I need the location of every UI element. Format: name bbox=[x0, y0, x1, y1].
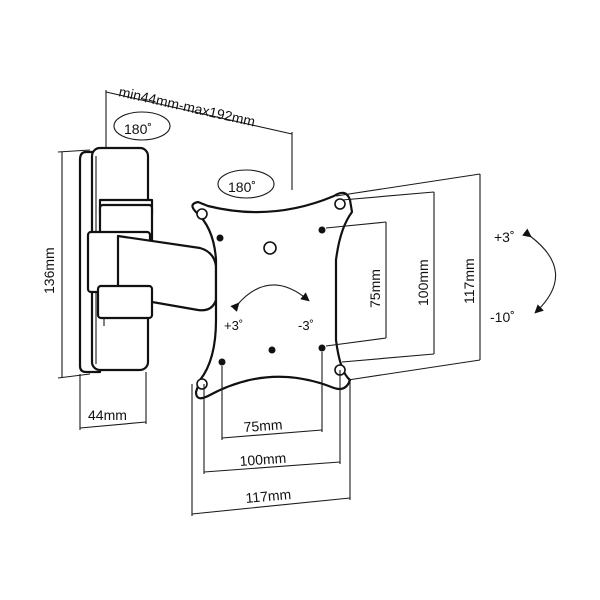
swing-arm bbox=[86, 198, 218, 326]
h75-label: 75mm bbox=[243, 416, 283, 435]
height-label: 136mm bbox=[41, 247, 57, 294]
rotate-plus-label: +3˚ bbox=[224, 318, 243, 333]
v100-label: 100mm bbox=[415, 259, 431, 306]
rotate-minus-label: -3˚ bbox=[298, 318, 314, 333]
tilt-plus-label: +3˚ bbox=[494, 229, 515, 245]
height-dimension bbox=[57, 149, 91, 379]
swivel-plate-arrow bbox=[217, 169, 275, 199]
vesa-plate bbox=[191, 191, 354, 400]
h117-label: 117mm bbox=[245, 486, 292, 506]
swivel-top-label: 180˚ bbox=[124, 121, 152, 137]
arm-extension-dimension bbox=[105, 90, 293, 190]
v117-label: 117mm bbox=[461, 258, 477, 304]
tilt-minus-label: -10˚ bbox=[490, 309, 515, 325]
width-label: 44mm bbox=[88, 407, 127, 423]
horizontal-dimensions bbox=[191, 352, 351, 516]
vertical-dimensions bbox=[325, 173, 481, 381]
width-dimension bbox=[79, 372, 147, 430]
h100-label: 100mm bbox=[239, 450, 287, 469]
swivel-top-arrow bbox=[113, 111, 171, 141]
swivel-plate-label: 180˚ bbox=[228, 179, 256, 195]
v75-label: 75mm bbox=[367, 269, 383, 308]
tilt-arrow bbox=[522, 228, 557, 314]
rotation-arrow bbox=[230, 284, 310, 312]
